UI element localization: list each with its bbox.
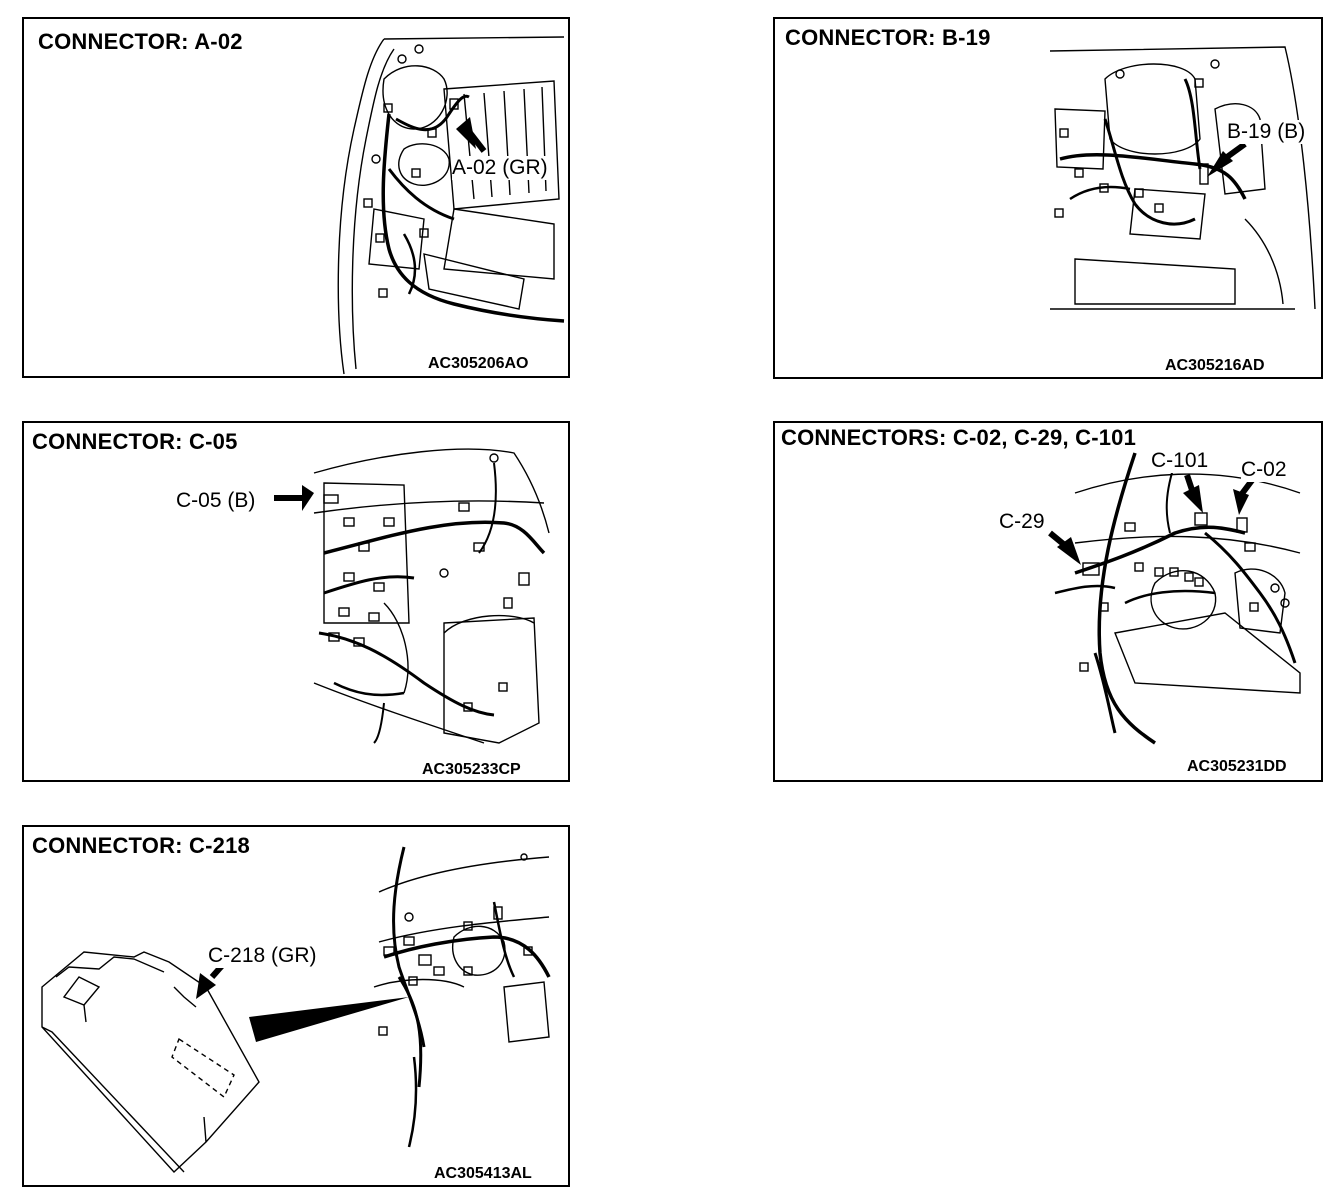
connector-callout-b19: B-19 (B) — [1227, 120, 1306, 144]
connector-callout-c29: C-29 — [999, 510, 1045, 534]
connector-callout-c218: C-218 (GR) — [208, 944, 317, 968]
illustration-code: AC305413AL — [434, 1165, 532, 1182]
instrument-panel-illustration — [274, 448, 550, 744]
illustration-code: AC305206AO — [428, 355, 529, 372]
connector-callout-c05: C-05 (B) — [176, 489, 256, 513]
illustration-code: AC305231DD — [1187, 758, 1287, 775]
panel-title: CONNECTOR: C-05 — [32, 429, 238, 454]
panel-connector-b19: CONNECTOR: B-19 B-19 (B) AC305216AD — [773, 17, 1323, 379]
engine-bay-illustration — [1049, 46, 1316, 310]
control-unit-illustration — [41, 846, 551, 1173]
arrow-icon — [1233, 489, 1249, 515]
illustration-code: AC305233CP — [422, 761, 521, 778]
panel-connector-c218: CONNECTOR: C-218 C-218 (GR) AC305413AL — [22, 825, 570, 1187]
panel-title: CONNECTOR: A-02 — [38, 29, 243, 54]
engine-bay-illustration — [337, 36, 565, 375]
panel-title: CONNECTORS: C-02, C-29, C-101 — [781, 425, 1137, 450]
panel-title: CONNECTOR: B-19 — [785, 25, 991, 50]
connector-callout-c101: C-101 — [1151, 449, 1209, 473]
arrow-icon — [456, 117, 476, 149]
arrow-icon — [1207, 151, 1233, 177]
arrow-icon — [196, 973, 216, 999]
illustration-code: AC305216AD — [1165, 357, 1265, 374]
arrow-icon — [302, 485, 314, 511]
arrow-icon — [1183, 485, 1203, 513]
panel-connector-a02: CONNECTOR: A-02 A-02 (GR) AC305206AO — [22, 17, 570, 378]
panel-connectors-c02-c29-c101: CONNECTORS: C-02, C-29, C-101 C-101 C-02… — [773, 421, 1323, 782]
panel-title: CONNECTOR: C-218 — [32, 833, 250, 858]
instrument-panel-illustration — [1048, 452, 1301, 745]
connector-callout-a02: A-02 (GR) — [452, 156, 548, 180]
panel-connector-c05: CONNECTOR: C-05 C-05 (B) AC305233CP — [22, 421, 570, 782]
connector-callout-c02: C-02 — [1241, 458, 1287, 482]
